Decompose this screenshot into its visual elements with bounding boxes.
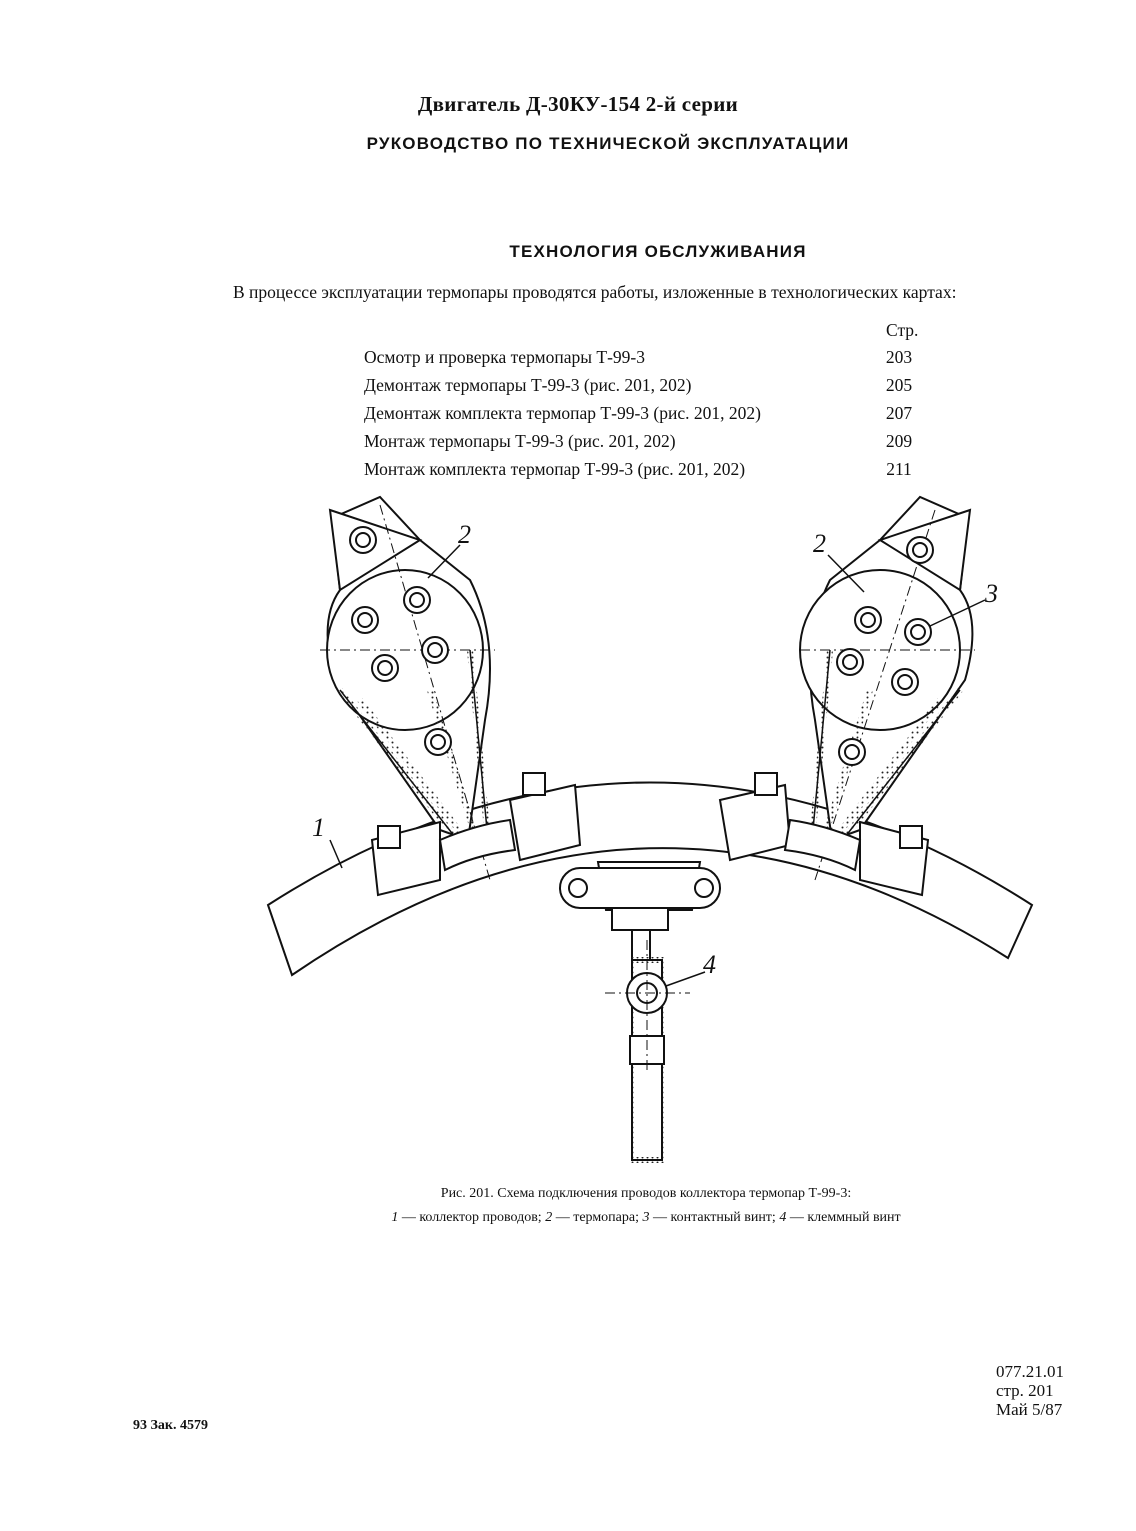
print-order-number: 93 Зак. 4579 — [133, 1418, 208, 1433]
document-code: 077.21.01 — [996, 1362, 1064, 1381]
revision-date: Май 5/87 — [996, 1400, 1063, 1419]
figure-caption-legend: 1 — коллектор проводов; 2 — термопара; 3… — [0, 1210, 1136, 1226]
callout-3: 3 — [984, 579, 998, 608]
legend-text: — коллектор проводов; — [398, 1210, 546, 1225]
toc-item-title: Монтаж комплекта термопар Т-99-3 (рис. 2… — [364, 459, 746, 479]
toc-item: Монтаж комплекта термопар Т-99-3 (рис. 2… — [364, 456, 924, 484]
toc-page-header: Стр. — [886, 320, 919, 340]
toc-item-title: Демонтаж комплекта термопар Т-99-3 (рис.… — [364, 403, 761, 423]
toc-item-page: 205 — [885, 375, 913, 395]
intro-paragraph: В процессе эксплуатации термопары провод… — [233, 282, 957, 302]
toc-item: Демонтаж комплекта термопар Т-99-3 (рис.… — [364, 400, 924, 428]
toc-item: Демонтаж термопары Т-99-3 (рис. 201, 202… — [364, 372, 924, 400]
toc-list: Осмотр и проверка термопары Т-99-3 203 Д… — [364, 344, 924, 484]
toc-item-title: Осмотр и проверка термопары Т-99-3 — [364, 347, 645, 367]
legend-text: — термопара; — [552, 1210, 643, 1225]
legend-num: 3 — [642, 1210, 650, 1225]
callout-2-right: 2 — [813, 529, 826, 558]
legend-text: — клеммный винт — [786, 1210, 901, 1225]
thermocouple-collector-diagram: 1 2 2 3 4 — [266, 495, 1034, 1163]
legend-num: 4 — [779, 1210, 787, 1225]
toc-item-page: 203 — [885, 347, 913, 367]
callout-1: 1 — [312, 813, 325, 842]
document-title: Двигатель Д-30КУ-154 2-й серии — [417, 92, 739, 116]
legend-text: — контактный винт; — [649, 1210, 780, 1225]
toc-item-page: 209 — [885, 431, 913, 451]
page-footer-info: 077.21.01 стр. 201 Май 5/87 — [996, 1362, 1064, 1419]
toc-item-title: Демонтаж термопары Т-99-3 (рис. 201, 202… — [364, 375, 692, 395]
toc-item-title: Монтаж термопары Т-99-3 (рис. 201, 202) — [364, 431, 676, 451]
legend-num: 2 — [545, 1210, 553, 1225]
toc-item-page: 207 — [885, 403, 913, 423]
terminal-screw-assembly — [559, 861, 721, 1163]
toc-item-page: 211 — [886, 459, 912, 479]
toc-item: Монтаж термопары Т-99-3 (рис. 201, 202) … — [364, 428, 924, 456]
right-thermocouple — [718, 495, 975, 897]
callout-4: 4 — [703, 950, 716, 979]
page-number: стр. 201 — [996, 1381, 1054, 1400]
section-heading: ТЕХНОЛОГИЯ ОБСЛУЖИВАНИЯ — [509, 242, 807, 261]
legend-num: 1 — [391, 1210, 399, 1225]
left-thermocouple — [320, 495, 582, 897]
document-subtitle: РУКОВОДСТВО ПО ТЕХНИЧЕСКОЙ ЭКСПЛУАТАЦИИ — [366, 134, 850, 153]
figure-caption-title: Рис. 201. Схема подключения проводов кол… — [440, 1186, 852, 1201]
toc-item: Осмотр и проверка термопары Т-99-3 203 — [364, 344, 924, 372]
callout-2-left: 2 — [458, 520, 471, 549]
